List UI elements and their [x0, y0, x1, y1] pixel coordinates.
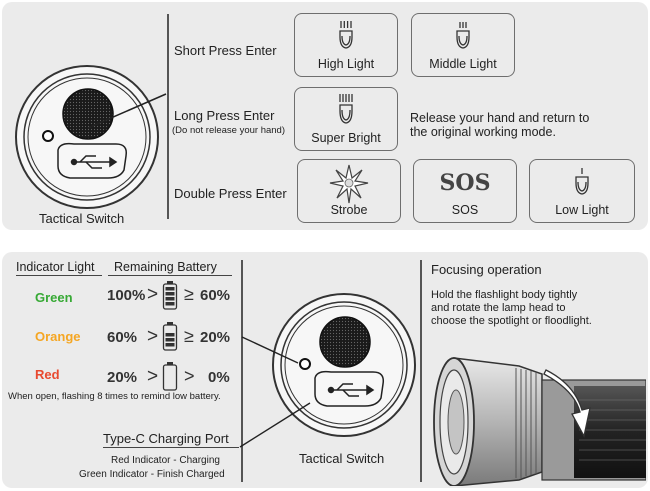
flashlight-icon — [433, 357, 646, 486]
starburst-icon — [329, 164, 369, 204]
range-start: 60% — [107, 329, 138, 346]
greater-equal-symbol: > — [184, 366, 195, 386]
sos-icon: SOS — [439, 170, 491, 196]
mode-high-light: High Light — [294, 13, 398, 77]
indicator-light-header: Indicator Light — [16, 260, 95, 274]
greater-than-symbol: > — [147, 366, 159, 387]
header-underline — [108, 275, 232, 277]
pointer-lines — [239, 336, 311, 448]
range-end: 20% — [200, 329, 231, 346]
release-note-line-2: the original working mode. — [410, 125, 556, 139]
switch-pointer-line — [87, 93, 167, 129]
tactical-switch-icon — [272, 293, 416, 437]
mode-strobe: Strobe — [297, 159, 401, 223]
middle-light-label: Middle Light — [429, 57, 497, 71]
bulb-icon — [339, 94, 353, 124]
sos-label: SOS — [451, 203, 479, 217]
divider — [241, 260, 243, 482]
short-press-label: Short Press Enter — [174, 43, 277, 58]
mode-low-light: Low Light — [529, 159, 635, 223]
range-end: 60% — [200, 287, 231, 304]
header-underline — [16, 275, 102, 277]
battery-icon — [162, 322, 178, 351]
charging-green-note: Green Indicator - Finish Charged — [79, 469, 225, 480]
low-light-label: Low Light — [555, 203, 609, 217]
remaining-battery-header: Remaining Battery — [114, 260, 217, 274]
charging-red-note: Red Indicator - Charging — [111, 455, 220, 466]
indicator-red-label: Red — [35, 367, 60, 382]
divider — [420, 260, 422, 482]
charging-title-underline — [103, 447, 239, 449]
greater-than-symbol: > — [147, 326, 159, 347]
high-light-label: High Light — [317, 57, 375, 71]
indicator-orange-label: Orange — [35, 329, 81, 344]
release-note-line-1: Release your hand and return to — [410, 111, 590, 125]
indicator-green-label: Green — [35, 290, 73, 305]
range-end: 0% — [208, 369, 230, 386]
mode-super-bright: Super Bright — [294, 87, 398, 151]
tactical-switch-label: Tactical Switch — [39, 211, 125, 226]
divider — [167, 14, 169, 219]
bulb-icon — [456, 22, 470, 49]
double-press-label: Double Press Enter — [174, 186, 287, 201]
focus-line-3: choose the spotlight or floodlight. — [431, 315, 592, 327]
mode-middle-light: Middle Light — [411, 13, 515, 77]
greater-than-symbol: > — [147, 284, 159, 305]
long-press-label: Long Press Enter — [174, 108, 275, 123]
tactical-switch-label-bottom: Tactical Switch — [299, 451, 385, 466]
mode-sos: SOS SOS — [413, 159, 517, 223]
battery-icon — [162, 362, 178, 391]
focus-title: Focusing operation — [431, 262, 542, 277]
strobe-label: Strobe — [330, 203, 368, 217]
range-start: 100% — [107, 287, 146, 304]
greater-equal-symbol: ≥ — [184, 326, 194, 346]
focus-line-2: and rotate the lamp head to — [431, 302, 566, 314]
super-bright-label: Super Bright — [311, 131, 381, 145]
bulb-icon — [339, 21, 353, 49]
range-start: 20% — [107, 369, 138, 386]
greater-equal-symbol: ≥ — [184, 284, 194, 304]
focus-line-1: Hold the flashlight body tightly — [431, 289, 578, 301]
low-battery-note: When open, flashing 8 times to remind lo… — [8, 391, 221, 402]
tactical-switch-icon — [15, 65, 159, 209]
charging-port-title: Type-C Charging Port — [103, 431, 229, 446]
bulb-icon — [575, 168, 589, 195]
battery-icon — [162, 281, 178, 310]
long-press-note: (Do not release your hand) — [172, 125, 286, 136]
